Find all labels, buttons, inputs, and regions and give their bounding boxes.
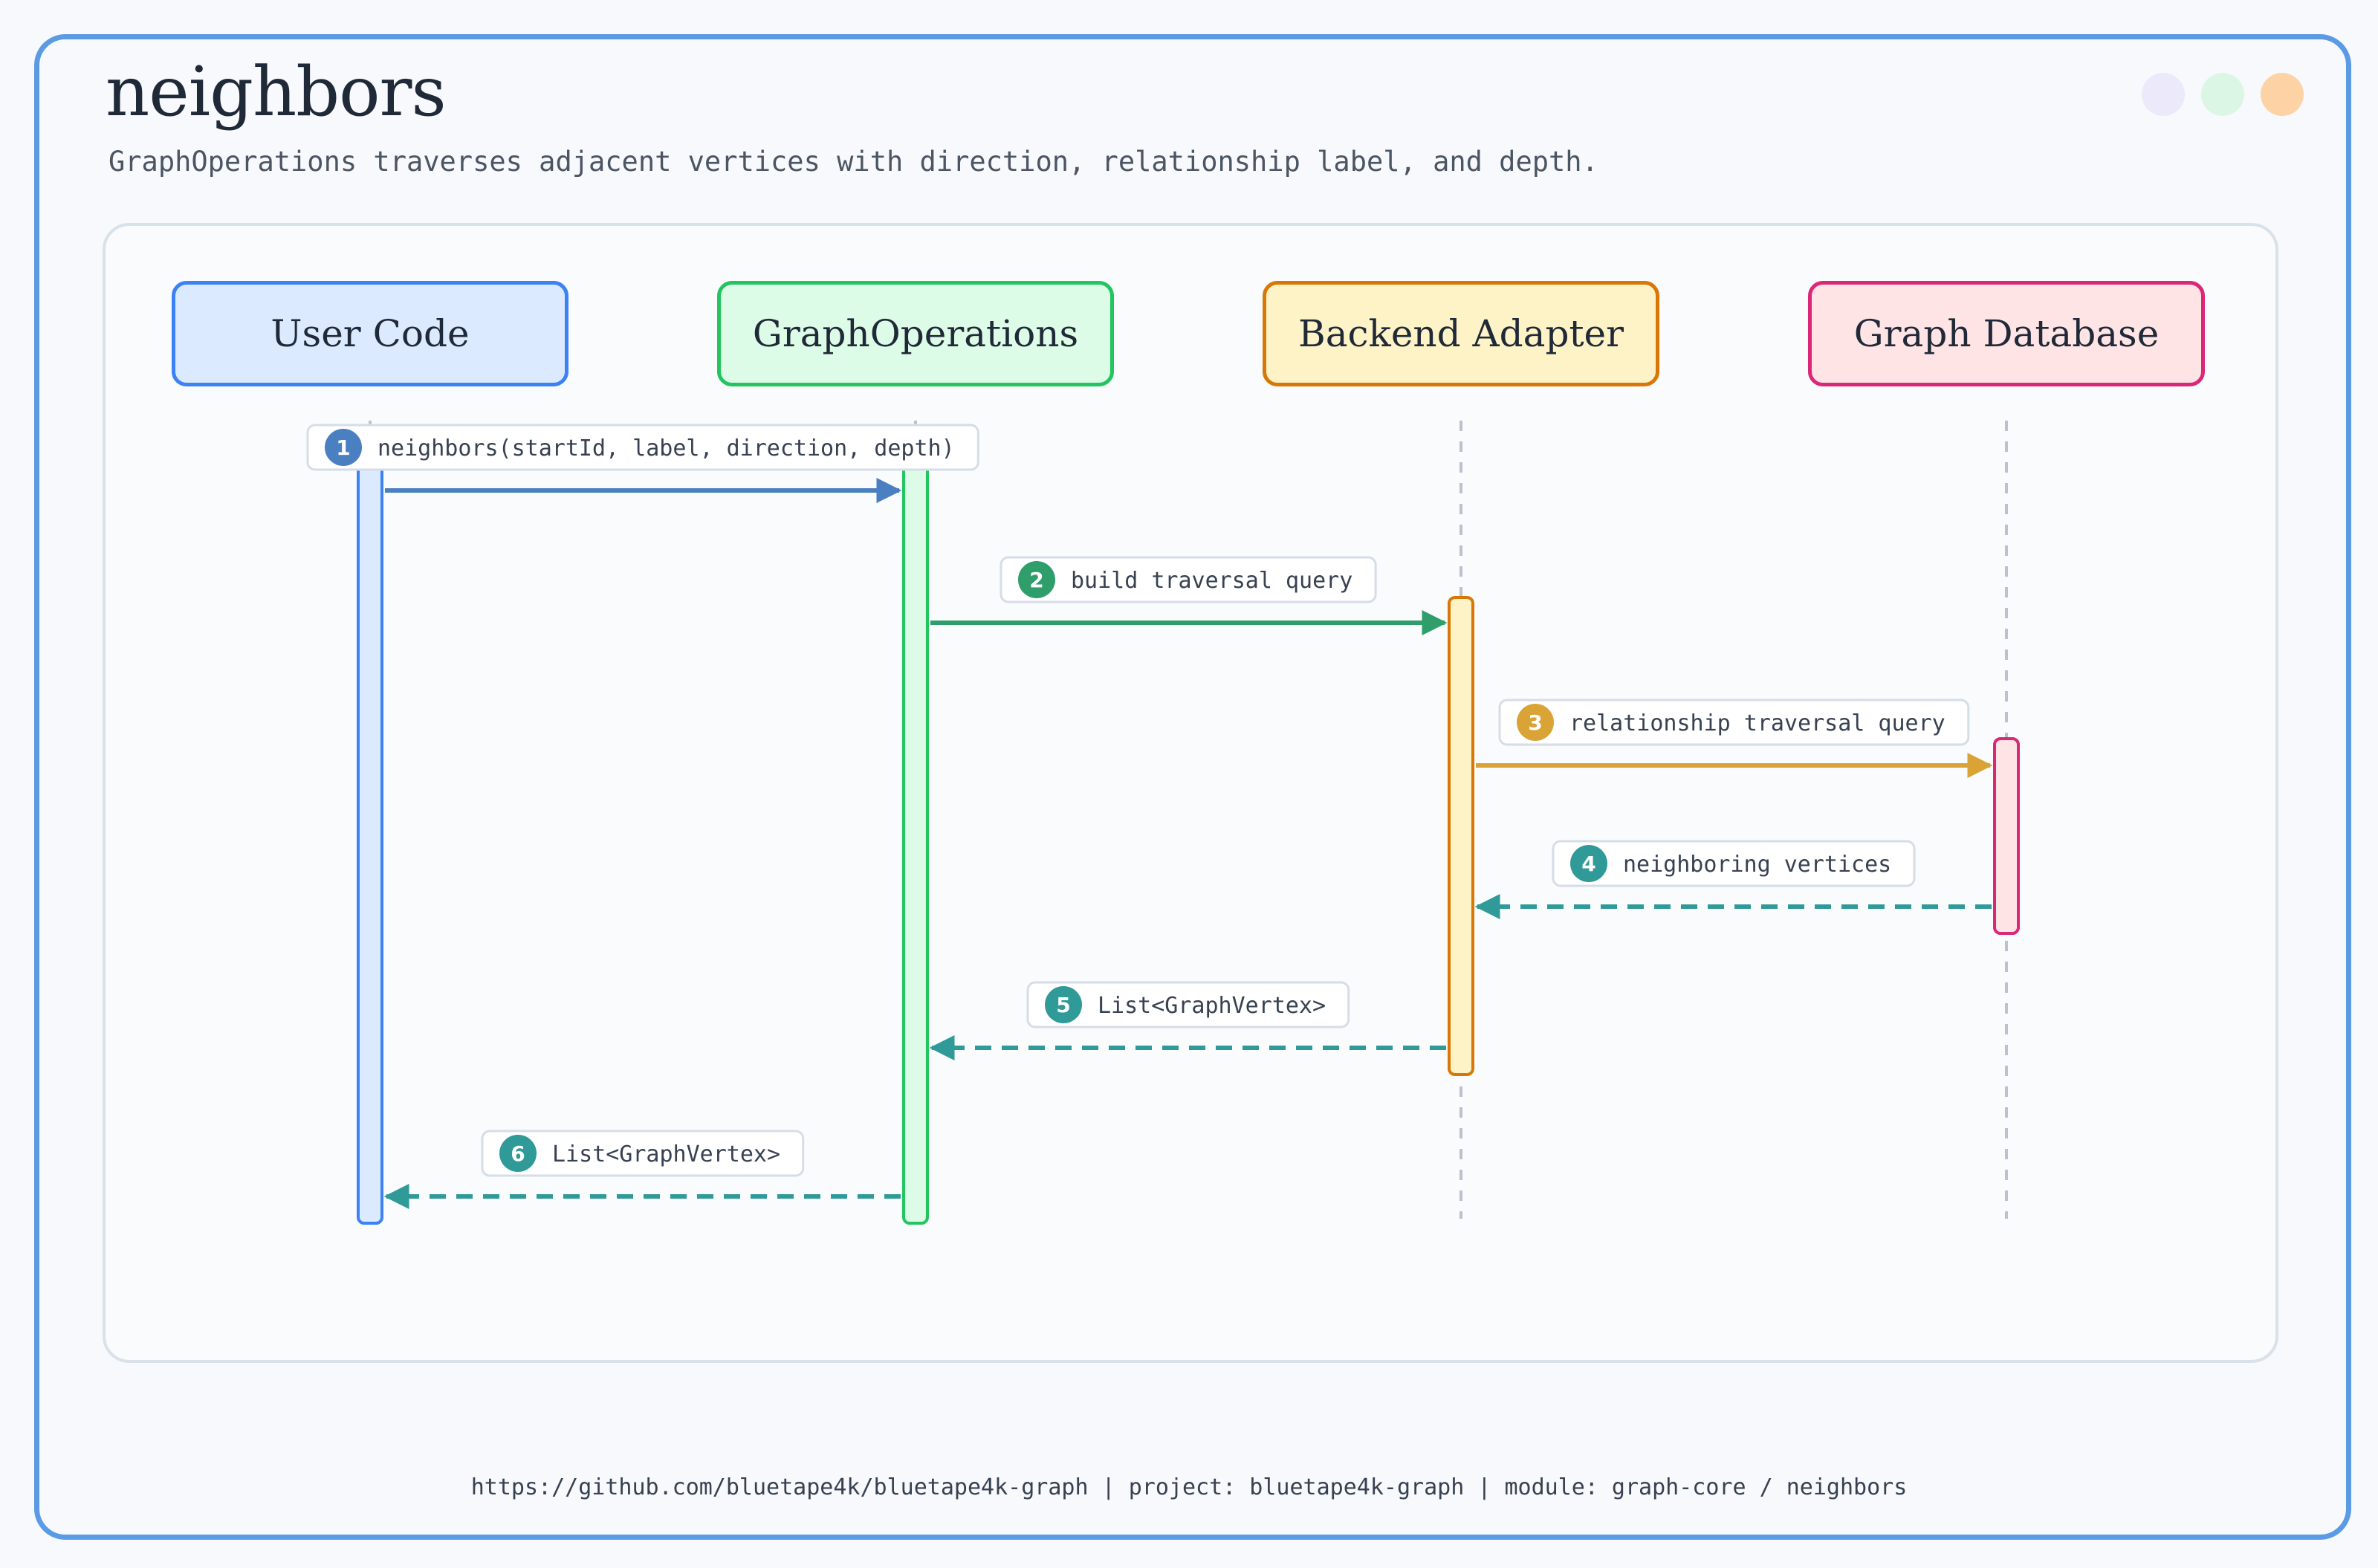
step-badge-5 <box>1045 986 1082 1023</box>
step-number-4: 4 <box>1581 852 1595 876</box>
step-number-1: 1 <box>336 435 350 460</box>
activation-bar-ops <box>902 447 929 1225</box>
step-badge-4 <box>1570 845 1607 882</box>
page-title: neighbors <box>106 52 447 132</box>
window-dot-green <box>2201 73 2244 116</box>
activation-bar-db <box>1993 737 2020 935</box>
participant-label: GraphOperations <box>752 312 1079 355</box>
message-label-5: List<GraphVertex> <box>1098 993 1326 1019</box>
step-number-2: 2 <box>1029 568 1043 592</box>
participant-label: Backend Adapter <box>1297 312 1624 355</box>
footer-text: https://github.com/bluetape4k/bluetape4k… <box>470 1474 1908 1500</box>
step-number-3: 3 <box>1528 710 1542 735</box>
step-badge-3 <box>1517 704 1554 741</box>
message-label-box-1 <box>306 424 979 471</box>
participant-graph-database: Graph Database <box>1808 281 2205 386</box>
participant-label: Graph Database <box>1853 312 2160 355</box>
participant-graph-operations: GraphOperations <box>717 281 1114 386</box>
diagram-panel <box>103 223 2278 1363</box>
window-dot-orange <box>2261 73 2304 116</box>
step-badge-1 <box>325 429 362 466</box>
activation-bar-user <box>357 447 383 1225</box>
message-label-box-4 <box>1552 840 1916 887</box>
step-number-6: 6 <box>511 1141 525 1166</box>
message-label-box-2 <box>1000 556 1377 603</box>
message-label-1: neighbors(startId, label, direction, dep… <box>378 435 955 461</box>
message-label-2: build traversal query <box>1071 568 1352 594</box>
participant-backend-adapter: Backend Adapter <box>1263 281 1659 386</box>
activation-bar-adapter <box>1448 596 1474 1076</box>
participant-label: User Code <box>270 312 470 355</box>
participant-user-code: User Code <box>172 281 568 386</box>
message-label-3: relationship traversal query <box>1569 710 1946 736</box>
step-number-5: 5 <box>1056 993 1070 1017</box>
step-badge-6 <box>499 1135 537 1172</box>
page-subtitle: GraphOperations traverses adjacent verti… <box>108 146 1598 178</box>
message-label-box-6 <box>481 1130 805 1177</box>
message-label-box-3 <box>1498 699 1970 746</box>
message-label-box-5 <box>1026 981 1350 1028</box>
step-badge-2 <box>1018 561 1055 598</box>
message-label-4: neighboring vertices <box>1623 852 1891 878</box>
window-dot-purple <box>2142 73 2185 116</box>
message-label-6: List<GraphVertex> <box>552 1141 780 1167</box>
